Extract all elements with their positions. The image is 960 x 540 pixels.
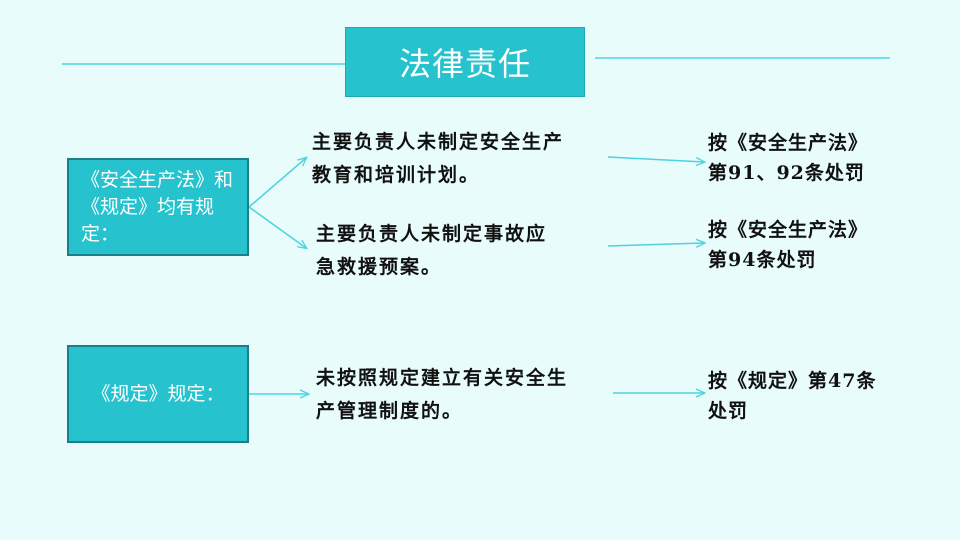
arrow-box1-to-item2 (248, 206, 306, 248)
violation-item-2-line2: 急救援预案。 (316, 256, 443, 278)
penalty-result-2-line2: 第94条处罚 (708, 249, 817, 271)
penalty-result-1-line2: 第91、92条处罚 (708, 162, 865, 184)
violation-item-1: 主要负责人未制定安全生产 教育和培训计划。 (312, 126, 612, 192)
arrow-box1-to-item1 (248, 158, 306, 208)
condition-box-both-laws-text: 《安全生产法》和《规定》均有规定： (81, 168, 234, 245)
violation-item-2: 主要负责人未制定事故应 急救援预案。 (316, 218, 596, 284)
violation-item-3: 未按照规定建立有关安全生 产管理制度的。 (316, 362, 616, 428)
violation-item-1-line1: 主要负责人未制定安全生产 (312, 131, 565, 153)
penalty-result-1: 按《安全生产法》 第91、92条处罚 (708, 128, 908, 188)
violation-item-3-line2: 产管理制度的。 (316, 400, 464, 422)
condition-box-regulation: 《规定》规定： (67, 345, 249, 443)
arrow-item2-to-result2 (607, 243, 704, 246)
violation-item-1-line2: 教育和培训计划。 (312, 164, 481, 186)
condition-box-regulation-text: 《规定》规定： (91, 382, 225, 405)
penalty-result-1-line1: 按《安全生产法》 (708, 132, 869, 154)
arrow-item1-to-result1 (607, 156, 704, 162)
page-title: 法律责任 (345, 27, 585, 97)
penalty-result-2: 按《安全生产法》 第94条处罚 (708, 215, 908, 275)
violation-item-2-line1: 主要负责人未制定事故应 (316, 223, 548, 245)
condition-box-both-laws: 《安全生产法》和《规定》均有规定： (67, 158, 249, 256)
violation-item-3-line1: 未按照规定建立有关安全生 (316, 367, 569, 389)
penalty-result-3-line1: 按《规定》第47条 (708, 370, 877, 392)
penalty-result-3-line2: 处罚 (708, 400, 749, 422)
penalty-result-2-line1: 按《安全生产法》 (708, 219, 869, 241)
penalty-result-3: 按《规定》第47条 处罚 (708, 366, 908, 426)
